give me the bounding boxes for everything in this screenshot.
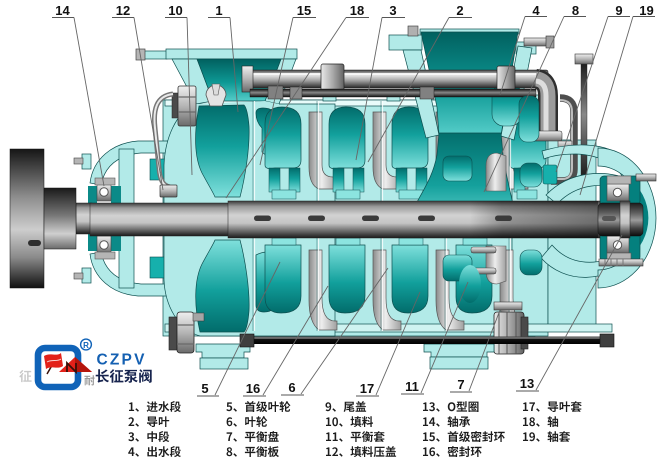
svg-text:19: 19: [639, 3, 653, 18]
svg-text:3: 3: [389, 3, 396, 18]
svg-text:7: 7: [457, 377, 464, 392]
svg-text:10: 10: [168, 3, 182, 18]
svg-text:R: R: [83, 341, 89, 350]
svg-text:18: 18: [350, 3, 364, 18]
svg-text:5: 5: [201, 381, 208, 396]
svg-text:16: 16: [246, 381, 260, 396]
svg-text:11: 11: [405, 379, 419, 394]
svg-text:12: 12: [116, 3, 130, 18]
svg-text:14: 14: [55, 3, 70, 18]
svg-text:CZPV: CZPV: [97, 352, 147, 369]
svg-text:9: 9: [615, 3, 622, 18]
svg-text:8: 8: [572, 3, 579, 18]
svg-text:2: 2: [456, 3, 463, 18]
svg-text:4: 4: [532, 3, 540, 18]
svg-text:6: 6: [288, 380, 295, 395]
svg-text:1: 1: [215, 3, 222, 18]
svg-text:15: 15: [297, 3, 311, 18]
svg-text:13: 13: [520, 376, 534, 391]
svg-text:17: 17: [360, 381, 374, 396]
